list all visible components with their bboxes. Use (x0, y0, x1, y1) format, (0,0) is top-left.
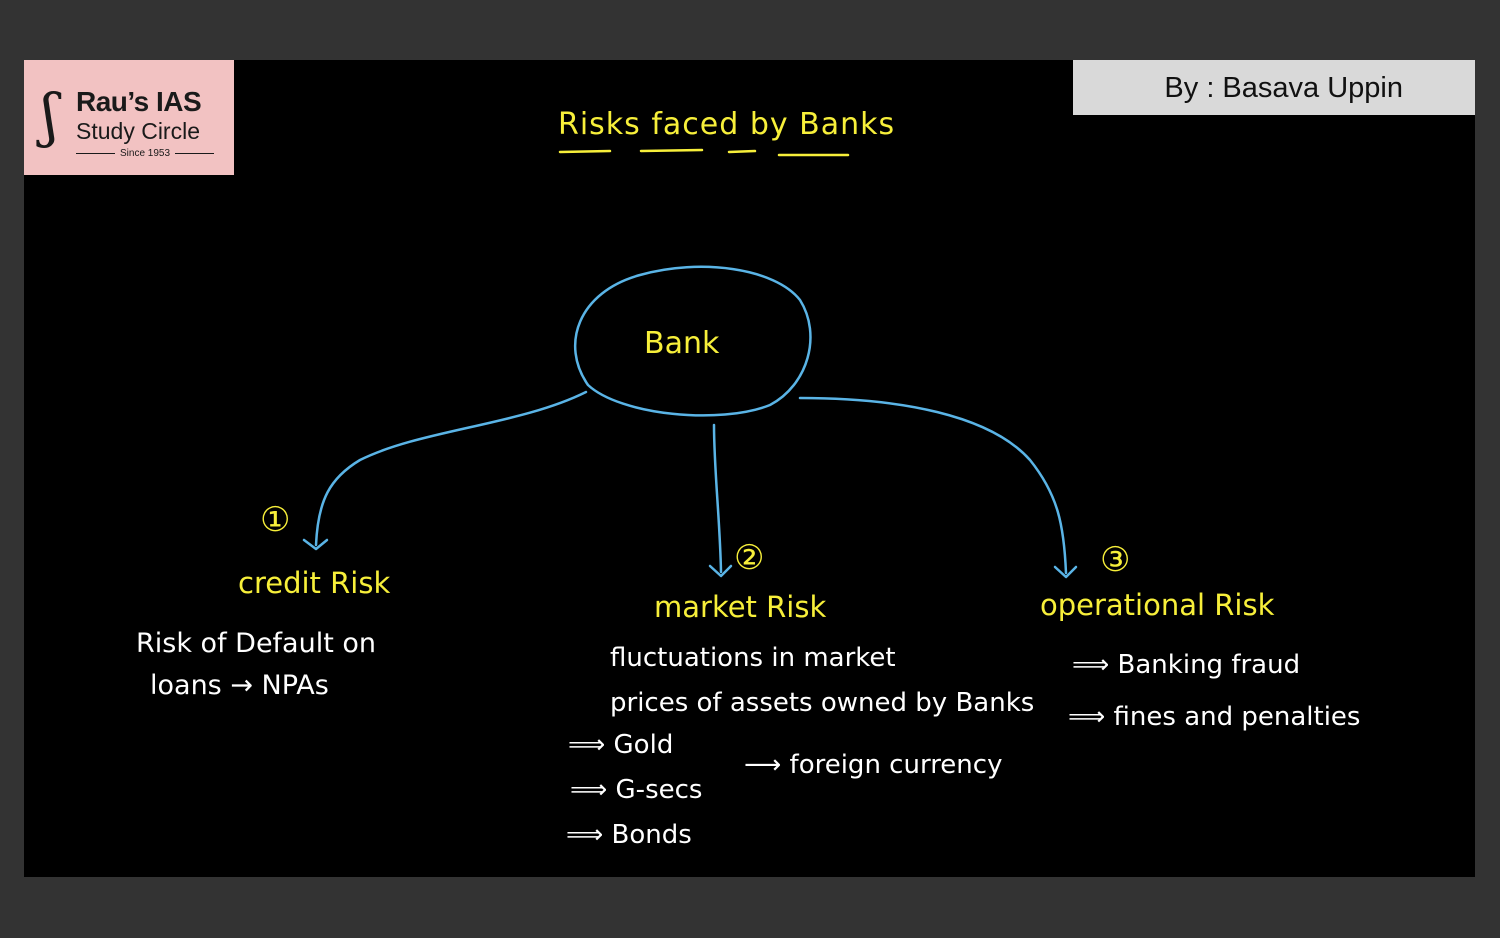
connector-credit (314, 390, 588, 547)
branch-number-3: ③ (1100, 540, 1131, 580)
connector-market (712, 423, 723, 574)
arrowhead-market-icon (708, 564, 733, 578)
title-underline-2 (639, 148, 704, 153)
bank-node-outline (573, 265, 812, 417)
market-risk-item-foreign-currency: ⟶ foreign currency (744, 750, 1003, 780)
logo-since: Since 1953 (76, 148, 215, 159)
market-risk-item-bonds: ⟹ Bonds (566, 820, 692, 850)
market-risk-note-1: fluctuations in market (610, 643, 896, 673)
arrowhead-operational-icon (1053, 565, 1078, 579)
blackboard (24, 60, 1475, 877)
operational-risk-item-banking-fraud: ⟹ Banking fraud (1072, 650, 1301, 680)
branch-number-2: ② (734, 538, 765, 578)
market-risk-item-gsecs: ⟹ G-secs (570, 775, 703, 805)
connector-operational (798, 396, 1068, 575)
branch-label-market-risk: market Risk (654, 590, 827, 624)
market-risk-item-gold: ⟹ Gold (568, 730, 674, 760)
logo-rule-left (76, 153, 115, 154)
branch-label-operational-risk: operational Risk (1040, 588, 1275, 622)
bank-node-label: Bank (644, 326, 720, 361)
logo-subtitle: Study Circle (76, 118, 200, 144)
logo-title: Rau’s IAS (76, 86, 202, 117)
logo-since-text: Since 1953 (119, 148, 171, 159)
title-underline-1 (558, 149, 612, 154)
logo-mark-icon: ʃ (42, 81, 58, 149)
branch-number-1: ① (260, 500, 291, 540)
credit-risk-note-1: Risk of Default on (136, 628, 377, 659)
credit-risk-note-2: loans → NPAs (150, 670, 329, 701)
title-underline-3 (727, 149, 757, 154)
operational-risk-item-fines: ⟹ fines and penalties (1068, 702, 1361, 732)
author-name: By : Basava Uppin (1164, 72, 1403, 104)
logo-rule-right (175, 153, 215, 154)
branch-label-credit-risk: credit Risk (238, 566, 391, 600)
diagram-title: Risks faced by Banks (558, 107, 896, 142)
author-banner: By : Basava Uppin (1073, 60, 1475, 115)
arrowhead-credit-icon (302, 538, 329, 551)
market-risk-note-2: prices of assets owned by Banks (610, 688, 1035, 718)
logo: ʃ Rau’s IAS Study Circle Since 1953 (24, 60, 234, 175)
